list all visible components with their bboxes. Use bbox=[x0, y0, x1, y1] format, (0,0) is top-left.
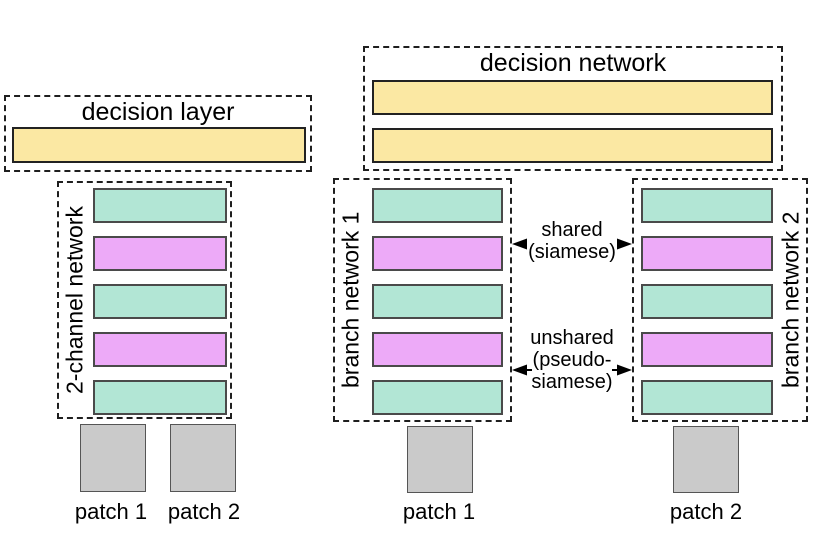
patch1-label-left: patch 1 bbox=[74, 499, 148, 524]
patch1-square-right bbox=[407, 426, 473, 493]
two-channel-network-box bbox=[57, 181, 232, 419]
teal-layer-bar bbox=[372, 380, 503, 415]
magenta-layer-bar bbox=[641, 236, 773, 271]
decision-layer-title: decision layer bbox=[81, 98, 235, 126]
shared-annotation-line1: shared bbox=[540, 219, 604, 241]
patch1-label-right: patch 1 bbox=[402, 499, 476, 524]
teal-layer-bar bbox=[641, 380, 773, 415]
branch-network-1-label: branch network 1 bbox=[337, 211, 364, 389]
teal-layer-bar bbox=[93, 284, 227, 319]
shared-annotation: shared (siamese) bbox=[510, 219, 634, 263]
shared-annotation-line2: (siamese) bbox=[527, 241, 617, 263]
magenta-layer-bar bbox=[93, 332, 227, 367]
patch2-square-left bbox=[170, 424, 236, 492]
teal-layer-bar bbox=[641, 188, 773, 223]
teal-layer-bar bbox=[93, 188, 227, 223]
magenta-layer-bar bbox=[372, 236, 503, 271]
branch-network-2-box bbox=[632, 178, 808, 422]
yellow-layer-bar bbox=[12, 127, 306, 163]
teal-layer-bar bbox=[372, 284, 503, 319]
decision-network-title: decision network bbox=[479, 49, 667, 77]
decision-layer-box: decision layer bbox=[4, 95, 312, 172]
branch-network-1-box bbox=[333, 178, 512, 422]
patch1-square-left bbox=[80, 424, 146, 492]
magenta-layer-bar bbox=[93, 236, 227, 271]
unshared-annotation-line1: unshared bbox=[529, 327, 615, 349]
branch-network-2-label: branch network 2 bbox=[777, 211, 804, 389]
magenta-layer-bar bbox=[641, 332, 773, 367]
teal-layer-bar bbox=[641, 284, 773, 319]
patch2-square-right bbox=[673, 426, 739, 493]
teal-layer-bar bbox=[372, 188, 503, 223]
decision-layer-stack bbox=[12, 127, 306, 163]
teal-layer-bar bbox=[93, 380, 227, 415]
patch2-label-right: patch 2 bbox=[669, 499, 743, 524]
decision-network-box: decision network bbox=[363, 46, 783, 171]
yellow-layer-bar bbox=[372, 128, 773, 163]
unshared-annotation-line3: siamese) bbox=[530, 371, 614, 393]
two-channel-layer-stack bbox=[93, 188, 227, 415]
magenta-layer-bar bbox=[372, 332, 503, 367]
branch-network-1-stack bbox=[372, 188, 503, 415]
decision-network-stack bbox=[372, 80, 773, 163]
unshared-annotation-line2: (pseudo- bbox=[531, 349, 613, 371]
yellow-layer-bar bbox=[372, 80, 773, 115]
patch2-label-left: patch 2 bbox=[167, 499, 241, 524]
two-channel-network-label: 2-channel network bbox=[61, 206, 88, 394]
unshared-annotation: unshared (pseudo- siamese) bbox=[510, 327, 634, 393]
branch-network-2-stack bbox=[641, 188, 773, 415]
